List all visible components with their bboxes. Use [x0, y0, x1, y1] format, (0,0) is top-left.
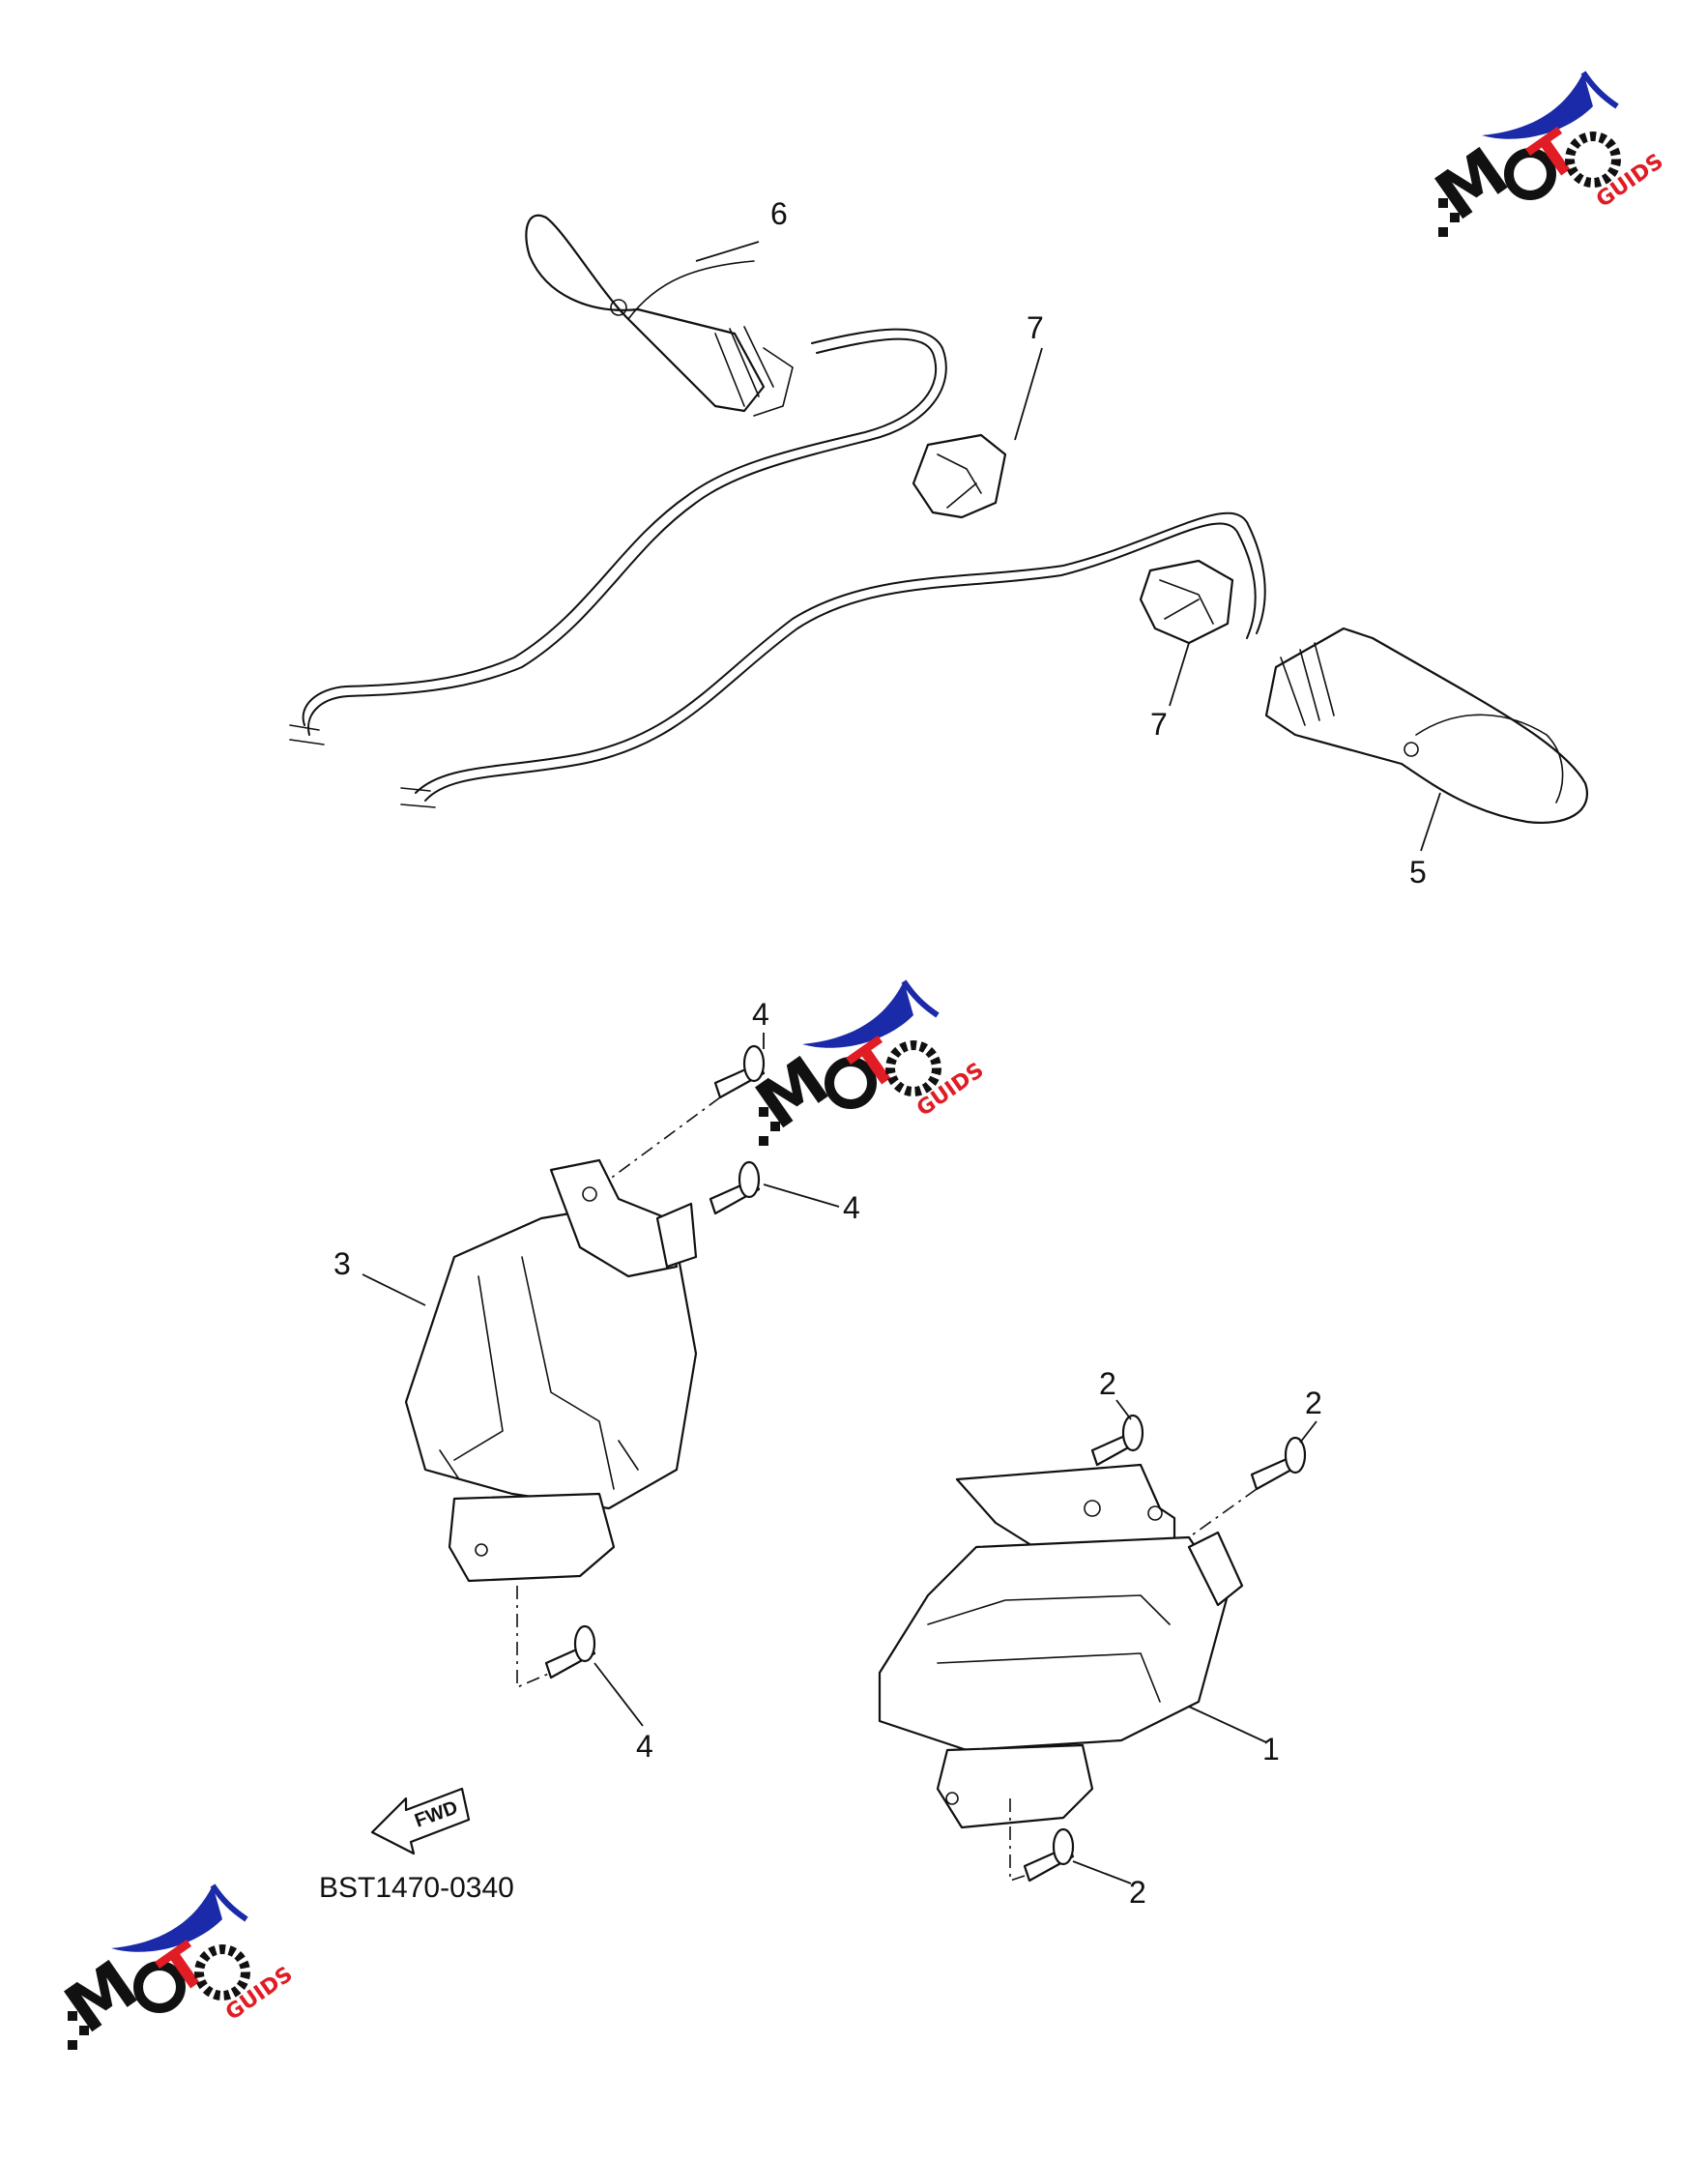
watermark-logo-top-right — [1422, 73, 1668, 237]
callout-7-lower: 7 — [1150, 707, 1168, 742]
watermark-logo-center — [742, 981, 989, 1146]
callout-2-lower: 2 — [1129, 1875, 1146, 1910]
screw-4-lower — [544, 1624, 596, 1679]
callout-7-upper: 7 — [1027, 310, 1044, 345]
callout-4-middle: 4 — [843, 1190, 860, 1225]
turn-signal-6 — [525, 214, 794, 417]
callout-5: 5 — [1409, 855, 1427, 890]
callout-1: 1 — [1262, 1732, 1280, 1767]
callout-4-lower: 4 — [636, 1729, 653, 1764]
screw-4-upper — [713, 1044, 766, 1099]
clamp-7-lower — [1139, 559, 1234, 645]
diagram-code: BST1470-0340 — [319, 1872, 514, 1904]
callout-6: 6 — [770, 196, 788, 231]
screw-2-upper-left — [1090, 1414, 1144, 1467]
turn-signal-1 — [878, 1463, 1244, 1829]
screw-2-upper-right — [1250, 1436, 1307, 1491]
turn-signal-3 — [404, 1158, 698, 1583]
callout-3: 3 — [333, 1246, 351, 1281]
callout-2-upper-right: 2 — [1305, 1386, 1322, 1420]
clamp-7-upper — [912, 433, 1007, 519]
turn-signal-5 — [1264, 627, 1588, 824]
screw-2-lower — [1023, 1827, 1075, 1883]
callout-2-upper-left: 2 — [1099, 1366, 1116, 1401]
fwd-arrow-icon: FWD — [370, 1787, 471, 1855]
screw-4-middle — [709, 1160, 761, 1215]
callout-4-upper: 4 — [752, 997, 769, 1032]
watermark-logo-bottom-left — [51, 1885, 298, 2050]
